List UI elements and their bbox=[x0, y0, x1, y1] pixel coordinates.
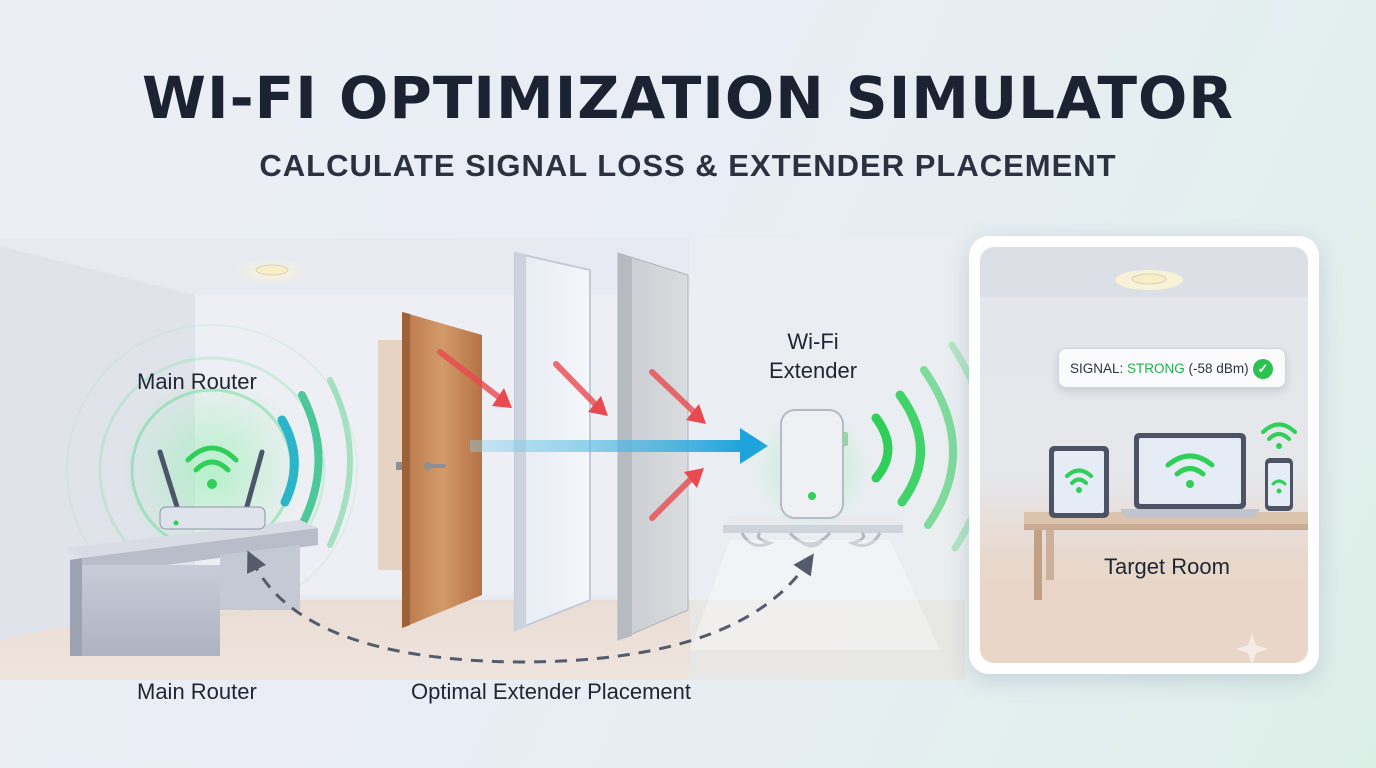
phone-icon bbox=[1265, 458, 1293, 511]
placement-label: Optimal Extender Placement bbox=[411, 679, 692, 704]
page-title: WI-FI OPTIMIZATION SIMULATOR bbox=[142, 64, 1234, 132]
target-room-illustration bbox=[980, 247, 1308, 663]
placement-path bbox=[247, 550, 814, 664]
target-room-card bbox=[969, 236, 1319, 674]
signal-status: STRONG bbox=[1127, 360, 1185, 376]
signal-status-badge: SIGNAL: STRONG (-58 dBm) ✓ bbox=[1058, 348, 1286, 388]
extender-label-line1: Wi-Fi bbox=[787, 329, 839, 354]
signal-value: (-58 dBm) bbox=[1184, 360, 1249, 376]
page-subtitle: CALCULATE SIGNAL LOSS & EXTENDER PLACEME… bbox=[259, 148, 1117, 183]
router-label-bottom: Main Router bbox=[137, 679, 257, 704]
router-icon bbox=[157, 445, 266, 530]
target-room-scene bbox=[980, 247, 1308, 663]
tablet-icon bbox=[1049, 446, 1109, 518]
router-label-top: Main Router bbox=[137, 369, 257, 394]
signal-arrow bbox=[470, 428, 768, 464]
door-icon bbox=[378, 312, 482, 628]
signal-prefix: SIGNAL: bbox=[1070, 360, 1128, 376]
laptop-icon bbox=[1120, 433, 1260, 518]
wifi-icon bbox=[1261, 422, 1297, 449]
check-icon: ✓ bbox=[1253, 359, 1273, 379]
extender-icon bbox=[754, 409, 870, 530]
extender-label-line2: Extender bbox=[768, 358, 858, 383]
target-room-label: Target Room bbox=[1104, 554, 1230, 579]
interference-arrows bbox=[437, 349, 706, 521]
